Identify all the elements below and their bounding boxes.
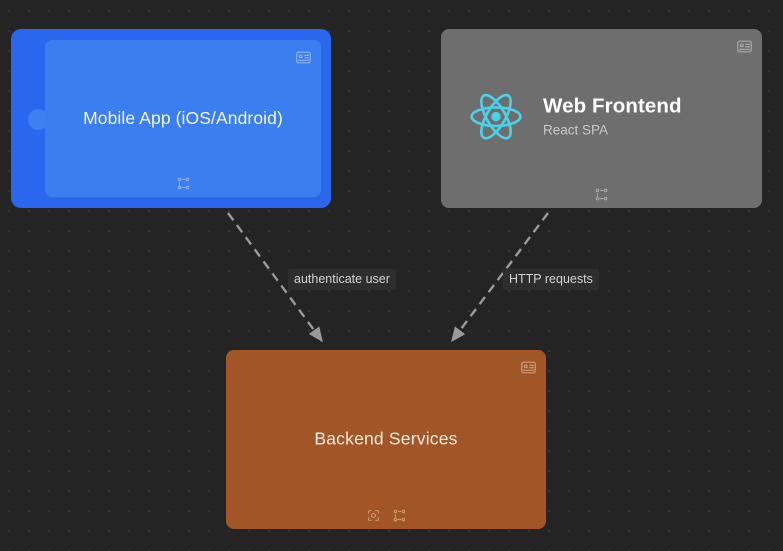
node-mobile-app[interactable]: Mobile App (iOS/Android) bbox=[11, 29, 331, 208]
device-home-button-icon bbox=[28, 108, 49, 130]
react-logo-icon bbox=[467, 87, 525, 145]
node-title-mobile-app: Mobile App (iOS/Android) bbox=[83, 107, 283, 128]
id-card-icon[interactable] bbox=[295, 49, 312, 66]
network-nodes-icon[interactable] bbox=[177, 177, 190, 190]
edge-label-http-requests: HTTP requests bbox=[503, 269, 599, 290]
id-card-icon[interactable] bbox=[520, 359, 537, 376]
node-bottom-icons bbox=[226, 509, 546, 522]
node-backend-services[interactable]: Backend Services bbox=[226, 350, 546, 529]
node-bottom-icons bbox=[45, 177, 321, 190]
edge-label-authenticate-user: authenticate user bbox=[288, 269, 396, 290]
node-bottom-icons bbox=[441, 188, 762, 201]
id-card-icon[interactable] bbox=[736, 38, 753, 55]
scan-target-icon[interactable] bbox=[367, 509, 380, 522]
network-nodes-icon[interactable] bbox=[393, 509, 406, 522]
node-subtitle-web-frontend: React SPA bbox=[543, 122, 609, 138]
node-title-backend-services: Backend Services bbox=[314, 428, 458, 449]
node-title-web-frontend: Web Frontend bbox=[543, 94, 682, 118]
node-content-web-frontend: Web Frontend React SPA bbox=[467, 87, 682, 145]
network-nodes-icon[interactable] bbox=[595, 188, 608, 201]
device-screen: Mobile App (iOS/Android) bbox=[45, 40, 321, 197]
node-web-frontend[interactable]: Web Frontend React SPA bbox=[441, 29, 762, 208]
